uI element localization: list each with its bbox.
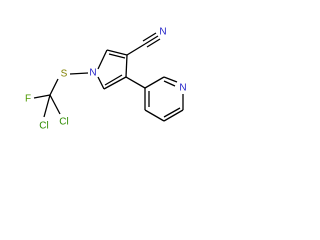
bond-n1-s (69, 72, 89, 75)
bond-c-cl1 (43, 94, 51, 118)
triple-bond-a (144, 35, 159, 45)
py-bond-5 (163, 76, 178, 83)
py-bond-2 (144, 109, 165, 122)
bond-c3-cn (126, 43, 146, 56)
triple-bond-b (142, 32, 157, 42)
py-bond-6 (144, 76, 165, 89)
bond-c4-py (125, 76, 146, 89)
pyrrole-ring (97, 49, 128, 90)
bond-n1-c2 (97, 49, 108, 70)
bond-c4-c5 (103, 76, 127, 90)
sulfenyl-group (33, 72, 89, 118)
atom-nitrile-n-label: N (159, 27, 166, 38)
bond-s-c (49, 78, 59, 96)
pyridine-ring (125, 76, 184, 122)
bond-c2-c3 (106, 49, 128, 56)
bond-c-f (33, 94, 51, 99)
atom-n1-label: N (89, 68, 96, 79)
triple-bond-c (146, 38, 161, 48)
bond-c5-n1 (97, 76, 105, 90)
atom-pyridine-n-label: N (179, 83, 186, 94)
molecule-canvas: N S F Cl Cl N N (0, 0, 218, 149)
bond-c-cl2 (49, 94, 61, 115)
molecule-structure: N S F Cl Cl N N (25, 27, 187, 132)
py-bond-3-double (163, 107, 181, 118)
atom-s-label: S (61, 69, 68, 80)
atom-cl1-label: Cl (39, 121, 48, 132)
bond-c3-c4 (125, 54, 128, 78)
nitrile-group (126, 32, 161, 56)
py-bond-5-double (163, 80, 176, 87)
bond-c2-c3-double (108, 53, 126, 59)
atom-f-label: F (25, 94, 31, 105)
py-bond-3 (163, 109, 184, 122)
bond-c4-c5-double (104, 74, 123, 86)
atom-cl2-label: Cl (59, 117, 68, 128)
